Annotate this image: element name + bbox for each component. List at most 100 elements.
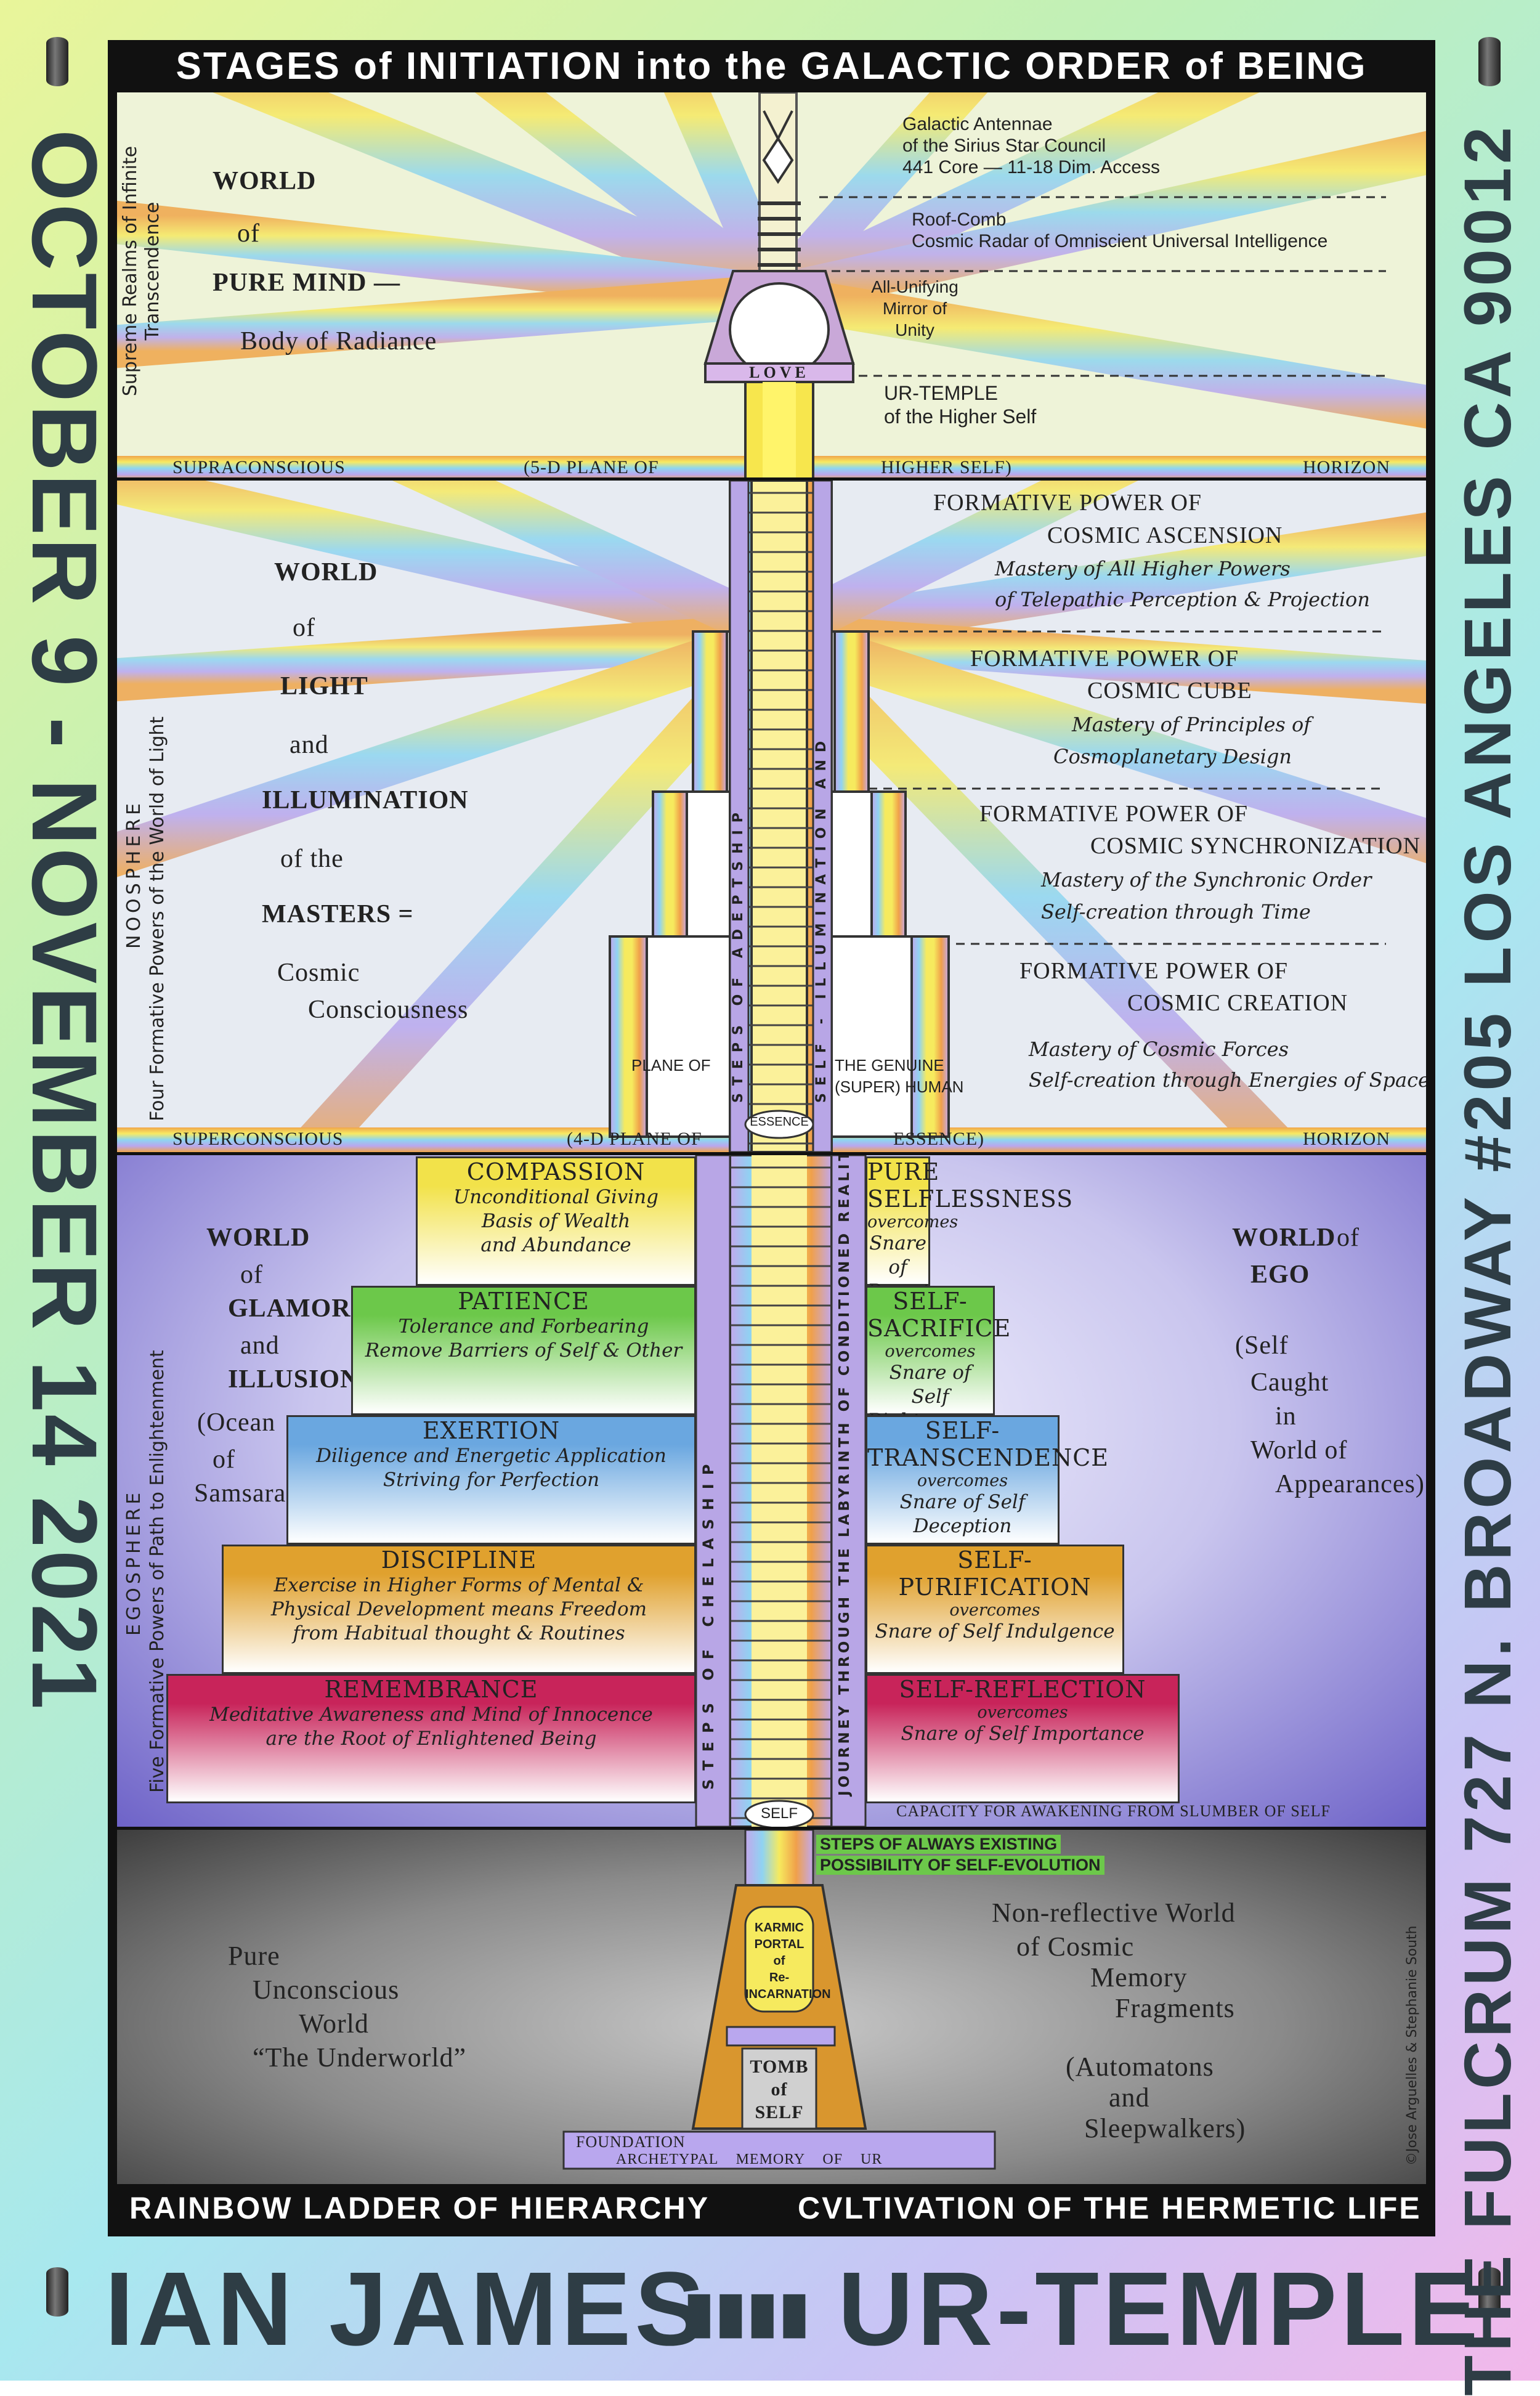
virtue-line-2: Physical Development means Freedom	[270, 1598, 647, 1620]
show-dots: ▮▮▮▮	[684, 2281, 811, 2343]
virtue-line-2: Remove Barriers of Self & Other	[365, 1339, 683, 1362]
mind-world-3: PURE MIND —	[213, 269, 400, 297]
virtue-line-1: Exercise in Higher Forms of Mental &	[274, 1574, 644, 1596]
power-2-title-2: COSMIC SYNCHRONIZATION	[1090, 833, 1421, 859]
self-badge: SELF	[760, 1805, 798, 1822]
snare-line-1: Snare of	[889, 1362, 971, 1384]
power-0-title-1: FORMATIVE POWER OF	[933, 490, 1202, 516]
ego-ladder-left: STEPS OF CHELASHIP	[700, 1455, 717, 1790]
overcomes-label: overcomes	[867, 1212, 958, 1232]
ego-left-2: GLAMOR	[228, 1294, 351, 1323]
tomb-2: SELF	[755, 2102, 804, 2122]
foundation-1: FOUNDATION	[576, 2133, 686, 2151]
light-world-4: ILLUMINATION	[262, 786, 469, 814]
power-1-desc-1: Mastery of Principles of	[1072, 713, 1311, 736]
overcomes-label: overcomes	[917, 1471, 1008, 1490]
temple-1: UR-TEMPLE	[884, 382, 998, 404]
steps-evolution-2: POSSIBILITY OF SELF-EVOLUTION	[816, 1856, 1104, 1875]
self-title: SELF-TRANSCENDENCE	[867, 1417, 1109, 1471]
virtue-line-2: are the Root of Enlightened Being	[265, 1727, 597, 1750]
ego-right-5: in	[1275, 1402, 1297, 1431]
power-1-desc-2: Cosmoplanetary Design	[1053, 745, 1292, 768]
ego-right-2: EGO	[1250, 1261, 1310, 1289]
roof-2: Cosmic Radar of Omniscient Universal Int…	[912, 231, 1328, 251]
power-0-title-2: COSMIC ASCENSION	[1047, 522, 1283, 548]
essence-badge: ESSENCE	[750, 1115, 809, 1129]
virtue-title: PATIENCE	[458, 1288, 590, 1315]
mind-horizon-mid-2: HIGHER SELF)	[881, 457, 1012, 477]
ego-left-3: and	[240, 1331, 280, 1360]
power-3-title-2: COSMIC CREATION	[1127, 990, 1348, 1016]
power-3-title-1: FORMATIVE POWER OF	[1019, 958, 1289, 984]
light-world-3: and	[290, 731, 329, 759]
virtue-line-3: from Habitual thought & Routines	[293, 1622, 625, 1644]
footer-right: CVLTIVATION OF THE HERMETIC LIFE	[798, 2191, 1422, 2225]
antennae-1: Galactic Antennae	[902, 114, 1053, 134]
mind-side-label: Supreme Realms of Infinite Transcendence	[120, 105, 164, 437]
tomb-1: of	[771, 2079, 788, 2100]
under-left-2: World	[299, 2008, 369, 2039]
virtue-line-1: Meditative Awareness and Mind of Innocen…	[209, 1704, 653, 1726]
roof-1: Roof-Comb	[912, 209, 1007, 230]
pillar-top-left	[46, 37, 68, 86]
power-1-title-2: COSMIC CUBE	[1087, 678, 1252, 704]
artist-name: IAN JAMES	[105, 2251, 708, 2368]
light-side-label-2: Four Formative Powers of the World of Li…	[147, 716, 168, 1121]
show-title: UR-TEMPLE	[838, 2251, 1482, 2368]
ego-left-7: Samsara)	[194, 1479, 296, 1508]
love-label: LOVE	[749, 363, 809, 381]
ego-left-4: ILLUSION	[228, 1365, 360, 1394]
ego-right-0: WORLD	[1232, 1224, 1336, 1252]
ego-side-label-1: EGOSPHERE	[123, 1488, 145, 1636]
plane-right-1: THE GENUINE	[835, 1056, 944, 1074]
pillar-bottom-right	[1478, 2267, 1501, 2317]
power-0-desc-1: Mastery of All Higher Powers	[995, 557, 1291, 580]
virtue-title: DISCIPLINE	[381, 1546, 537, 1574]
panel-pure-mind: Supreme Realms of Infinite Transcendence…	[117, 92, 1426, 477]
under-right-3: Fragments	[1115, 1993, 1235, 2023]
ego-left-1: of	[240, 1261, 263, 1289]
portal-1: PORTAL	[754, 1938, 804, 1951]
footer-left: RAINBOW LADDER OF HIERARCHY	[129, 2191, 710, 2225]
self-title: PURE SELFLESSNESS	[867, 1158, 1074, 1212]
virtue-line-1: Unconditional Giving	[453, 1186, 659, 1208]
power-3-desc-2: Self-creation through Energies of Space	[1029, 1068, 1426, 1092]
ego-right-7: Appearances)	[1275, 1470, 1425, 1498]
rays-pure-mind	[117, 92, 1426, 477]
virtue-line-1: Diligence and Energetic Application	[316, 1445, 667, 1467]
panel-underworld: STEPS OF ALWAYS EXISTING POSSIBILITY OF …	[117, 1830, 1426, 2184]
ego-side-label-2: Five Formative Powers of Path to Enlight…	[147, 1350, 168, 1793]
light-ladder-left: STEPS OF ADEPTSHIP	[731, 805, 746, 1103]
light-world-0: WORLD	[274, 558, 378, 587]
snare-line-1: Snare of	[869, 1232, 926, 1278]
light-world-2: LIGHT	[280, 672, 368, 701]
self-title: SELF-REFLECTION	[899, 1676, 1146, 1703]
portal-4: INCARNATION	[745, 1988, 831, 2001]
virtue-title: REMEMBRANCE	[324, 1676, 538, 1703]
portal-3: Re-	[769, 1971, 790, 1984]
light-horizon-mid-1: (4-D PLANE OF	[567, 1129, 702, 1149]
ego-left-6: of	[213, 1445, 235, 1474]
light-world-8: Consciousness	[308, 996, 469, 1024]
ego-right-4: Caught	[1250, 1368, 1329, 1397]
virtue-title: COMPASSION	[466, 1158, 646, 1185]
light-ladder-right: SELF - ILLUMINATION AND	[814, 733, 829, 1103]
power-3-desc-1: Mastery of Cosmic Forces	[1029, 1038, 1289, 1061]
panel-light: NOOSPHERE Four Formative Powers of the W…	[117, 481, 1426, 1152]
virtue-line-2: Basis of Wealth	[481, 1209, 631, 1232]
mind-horizon-mid-1: (5-D PLANE OF	[524, 457, 659, 477]
overcomes-label: overcomes	[977, 1703, 1068, 1722]
light-side-label-1: NOOSPHERE	[123, 799, 145, 949]
under-right-6: Sleepwalkers)	[1084, 2113, 1246, 2143]
under-left-0: Pure	[228, 1941, 280, 1971]
antennae-2: of the Sirius Star Council	[902, 136, 1106, 156]
mirror-1: All-Unifying	[871, 277, 958, 296]
snare-line-1: Snare of Self Indulgence	[875, 1620, 1115, 1643]
